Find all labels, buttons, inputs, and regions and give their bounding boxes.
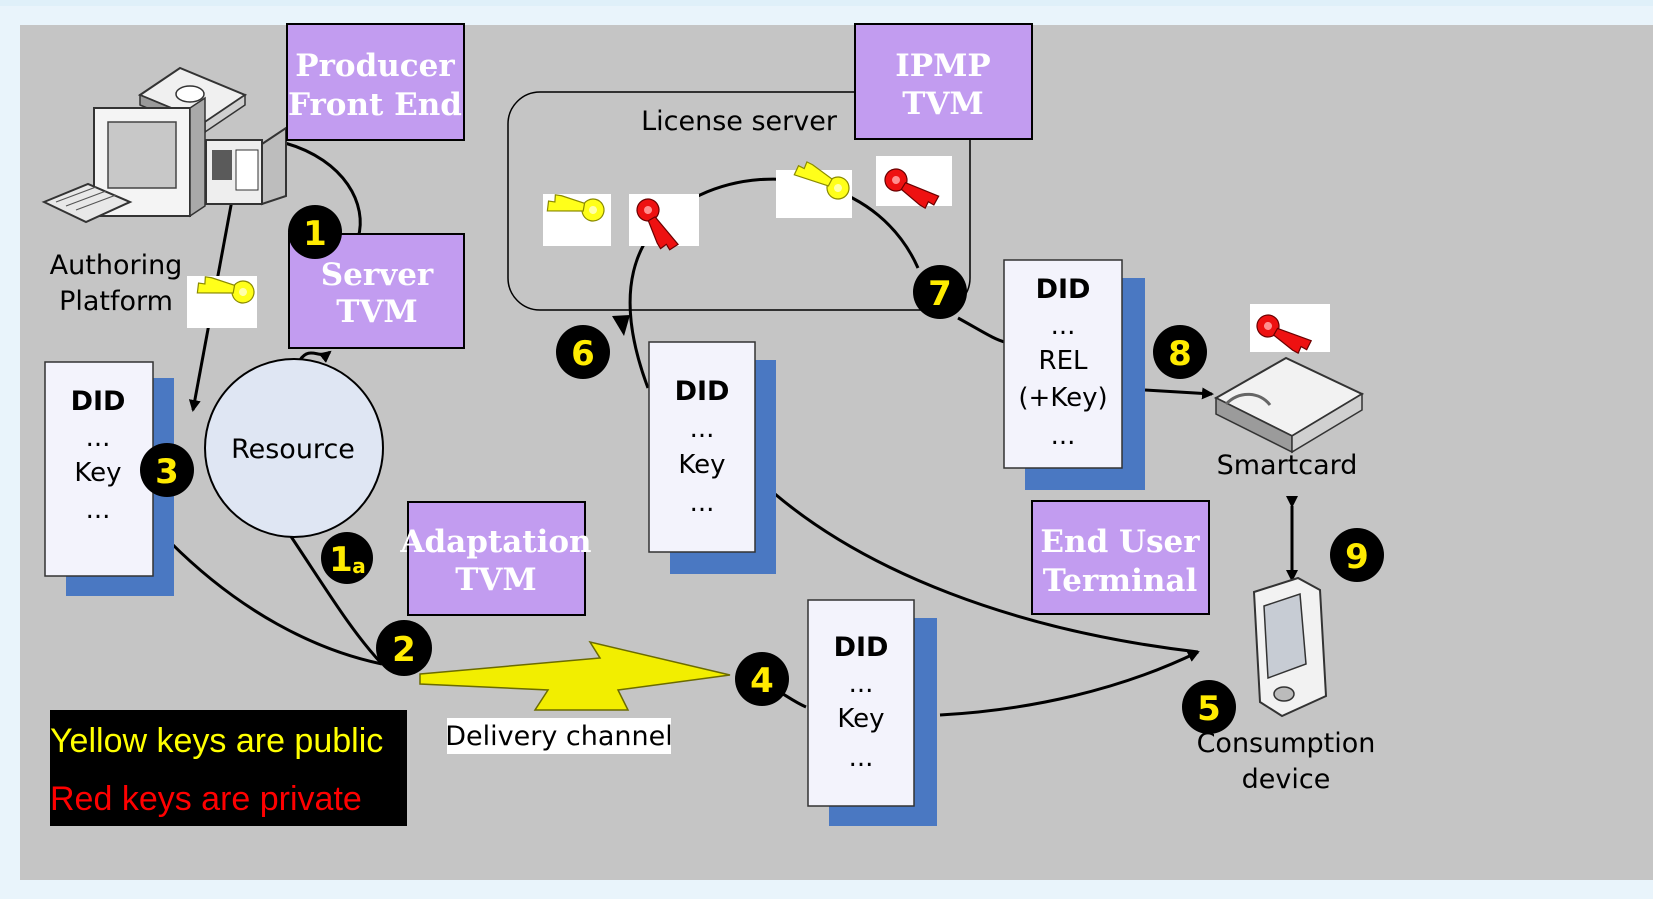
step-badge-6: 6	[556, 325, 610, 379]
resource-label: Resource	[231, 434, 355, 465]
private-key-license-top	[876, 156, 952, 214]
svg-text:2: 2	[392, 630, 416, 670]
authoring-platform-label-1: Authoring	[50, 250, 183, 281]
edge-resource-adaptation	[288, 534, 384, 666]
smartcard-label: Smartcard	[1217, 450, 1358, 481]
producer-front-end-line-2: Front End	[288, 87, 462, 123]
license-server-label-bg	[628, 98, 850, 140]
doc-middle-did: DID	[675, 376, 730, 407]
delivery-channel-label-bg	[447, 718, 671, 754]
adaptation-tvm-line-1: Adaptation	[399, 524, 591, 560]
doc-delivery-dots-2: ...	[849, 743, 874, 773]
private-key-license-left	[626, 194, 699, 255]
step-badge-2: 2	[376, 620, 432, 676]
step-badge-8: 8	[1153, 325, 1207, 379]
doc-license-rel: REL	[1039, 346, 1088, 376]
doc-authoring-dots-2: ...	[86, 495, 111, 525]
legend-red-text: Red keys are private	[50, 780, 362, 818]
consumption-device-icon	[1252, 576, 1328, 718]
step-badge-5: 5	[1182, 680, 1236, 734]
doc-middle-dots-2: ...	[690, 488, 715, 518]
edge-server-resource	[298, 350, 332, 363]
doc-delivery-key: Key	[837, 704, 884, 734]
edge-doc-adaptation	[168, 540, 383, 666]
doc-license-did: DID	[1036, 274, 1091, 305]
smartcard-reader-icon	[1213, 356, 1365, 454]
edge-license-loop	[628, 177, 920, 389]
ipmp-tvm-line-2: TVM	[902, 86, 983, 122]
svg-text:3: 3	[155, 452, 179, 492]
authoring-platform-label-2: Platform	[59, 286, 173, 317]
delivery-channel-label: Delivery channel	[445, 721, 673, 752]
resource-circle	[204, 358, 384, 538]
svg-text:a: a	[352, 554, 366, 578]
license-server-label: License server	[641, 106, 838, 137]
adaptation-tvm-line-2: TVM	[455, 562, 536, 598]
svg-text:1: 1	[303, 214, 327, 254]
legend-yellow-text: Yellow keys are public	[50, 722, 383, 760]
end-user-terminal-line-1: End User	[1040, 524, 1200, 560]
box-producer-front-end: Producer Front End	[286, 23, 465, 141]
server-tvm-line-2: TVM	[336, 294, 417, 330]
edge-middle-doc-consumption	[774, 492, 1199, 654]
step-badge-1: 1	[288, 205, 342, 259]
box-ipmp-tvm: IPMP TVM	[854, 23, 1033, 140]
legend-box: Yellow keys are public Red keys are priv…	[50, 710, 407, 826]
doc-middle: DID ... Key ...	[648, 341, 776, 574]
doc-middle-key: Key	[678, 450, 725, 480]
end-user-terminal-line-2: Terminal	[1043, 563, 1198, 599]
step-badge-3: 3	[140, 443, 194, 497]
doc-authoring-key: Key	[74, 458, 121, 488]
edge-license-doc	[957, 316, 1006, 344]
step-badge-7: 7	[913, 265, 967, 319]
arrowhead-step6	[612, 315, 630, 336]
authoring-platform-icon	[41, 66, 287, 224]
edge-doc-consumption	[939, 650, 1200, 717]
box-adaptation-tvm: Adaptation TVM	[399, 501, 592, 616]
doc-delivery: DID ... Key ...	[807, 599, 937, 826]
lightning-bolt-icon	[419, 640, 731, 711]
doc-license-dots-1: ...	[1051, 311, 1076, 341]
consumption-device-label-1: Consumption	[1197, 728, 1376, 759]
doc-authoring-dots-1: ...	[86, 423, 111, 453]
private-key-smartcard	[1250, 304, 1330, 361]
step-badge-9: 9	[1330, 528, 1384, 582]
svg-text:1: 1	[329, 540, 353, 580]
edge-producer-server	[284, 141, 362, 239]
frame-top-strip	[0, 0, 1653, 6]
license-server-frame	[507, 91, 971, 311]
doc-authoring-did: DID	[71, 386, 126, 417]
public-key-license-top	[776, 153, 852, 218]
doc-delivery-did: DID	[834, 632, 889, 663]
svg-text:4: 4	[750, 661, 774, 701]
doc-delivery-dots-1: ...	[849, 669, 874, 699]
svg-text:5: 5	[1197, 689, 1221, 729]
step-badge-1a: 1 a	[321, 532, 373, 584]
edge-doc-smartcard	[1144, 387, 1214, 400]
public-key-license-left	[541, 176, 611, 246]
doc-license-dots-2: ...	[1051, 421, 1076, 451]
svg-text:8: 8	[1168, 334, 1192, 374]
svg-text:7: 7	[928, 274, 952, 314]
public-key-authoring	[187, 258, 259, 328]
step-badge-4: 4	[735, 652, 789, 706]
svg-text:6: 6	[571, 334, 595, 374]
server-tvm-line-1: Server	[321, 257, 434, 293]
doc-middle-dots-1: ...	[690, 414, 715, 444]
doc-license: DID ... REL (+Key) ...	[1003, 259, 1145, 490]
ipmp-tvm-line-1: IPMP	[895, 48, 990, 84]
box-end-user-terminal: End User Terminal	[1031, 500, 1210, 615]
svg-text:9: 9	[1345, 537, 1369, 577]
doc-license-key: (+Key)	[1018, 383, 1107, 413]
producer-front-end-line-1: Producer	[295, 48, 455, 84]
consumption-device-label-2: device	[1242, 764, 1331, 795]
